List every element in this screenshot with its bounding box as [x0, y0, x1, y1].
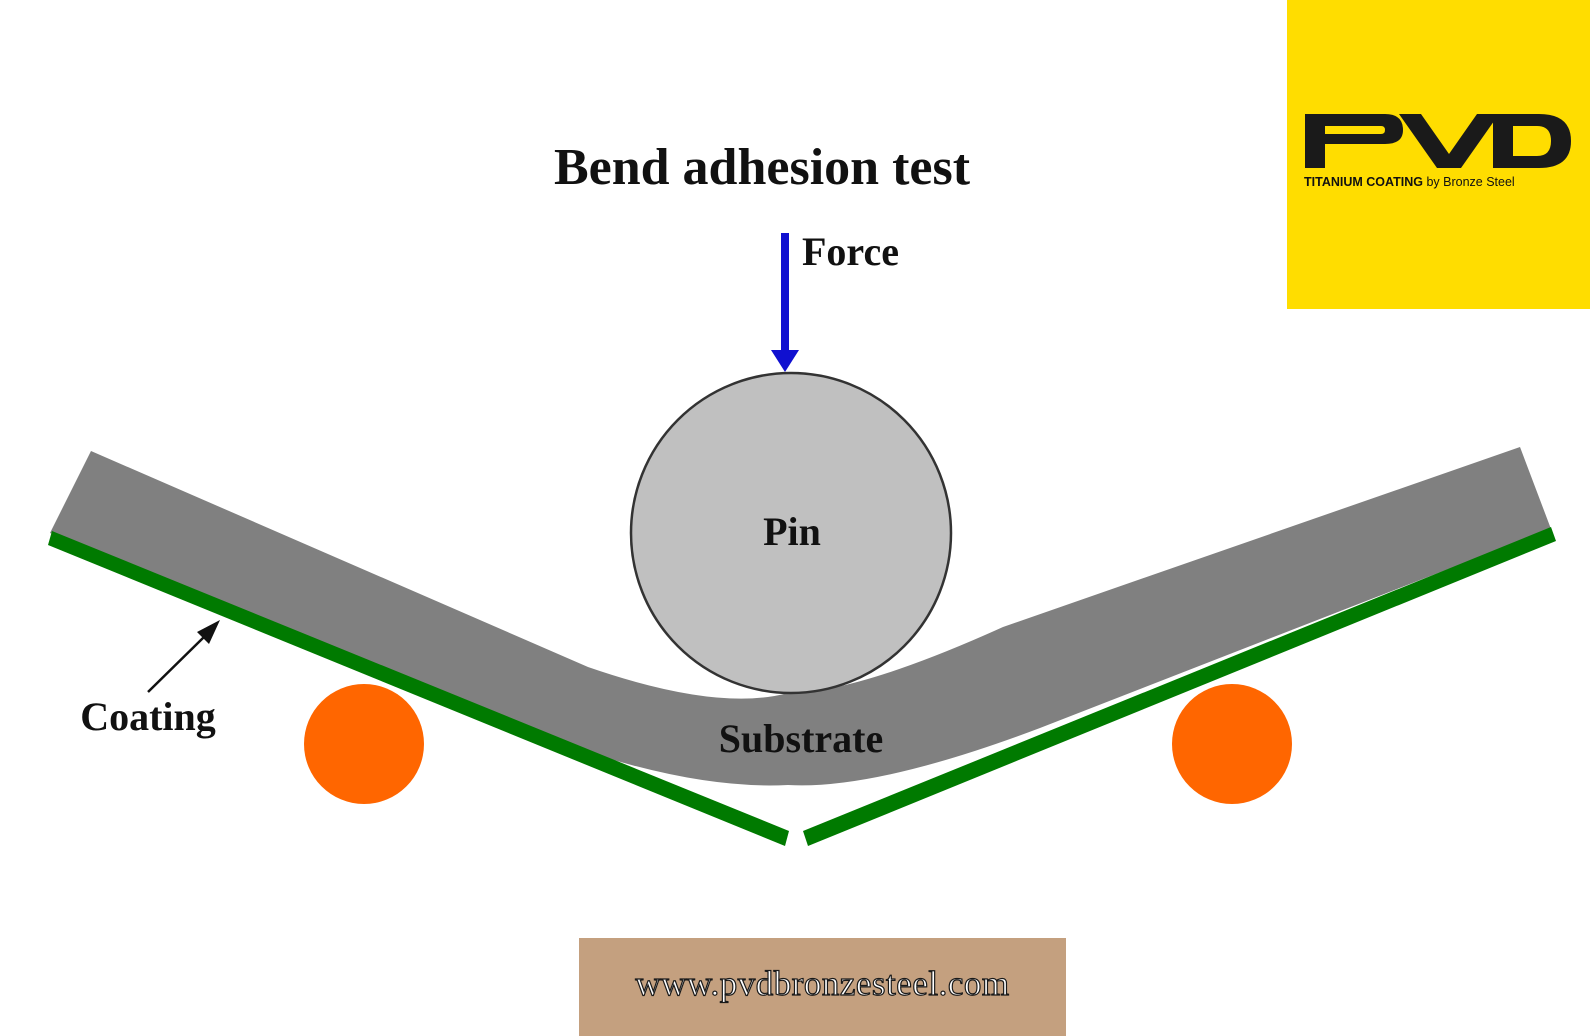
pvd-logo-tagline-strong: TITANIUM COATING	[1304, 175, 1423, 189]
right-support-roller	[1172, 684, 1292, 804]
pvd-logo: TITANIUM COATING by Bronze Steel	[1287, 0, 1590, 309]
left-support-roller	[304, 684, 424, 804]
substrate-label: Substrate	[719, 716, 883, 761]
force-arrow	[771, 233, 799, 372]
coating-pointer-arrow	[147, 620, 220, 693]
pvd-logo-tagline: TITANIUM COATING by Bronze Steel	[1304, 175, 1574, 189]
pin-label: Pin	[763, 509, 821, 554]
substrate-plate	[50, 447, 1551, 786]
coating-label: Coating	[80, 694, 216, 739]
diagram-title: Bend adhesion test	[554, 139, 971, 196]
pvd-logo-mark	[1305, 114, 1571, 168]
website-banner: www.pvdbronzesteel.com	[579, 938, 1066, 1036]
website-url[interactable]: www.pvdbronzesteel.com	[635, 963, 1010, 1003]
pvd-logo-tagline-rest: by Bronze Steel	[1422, 175, 1515, 189]
force-label: Force	[802, 229, 899, 274]
pin-circle	[629, 371, 953, 695]
coating-right-strip	[803, 527, 1556, 846]
coating-left-strip	[48, 531, 789, 846]
